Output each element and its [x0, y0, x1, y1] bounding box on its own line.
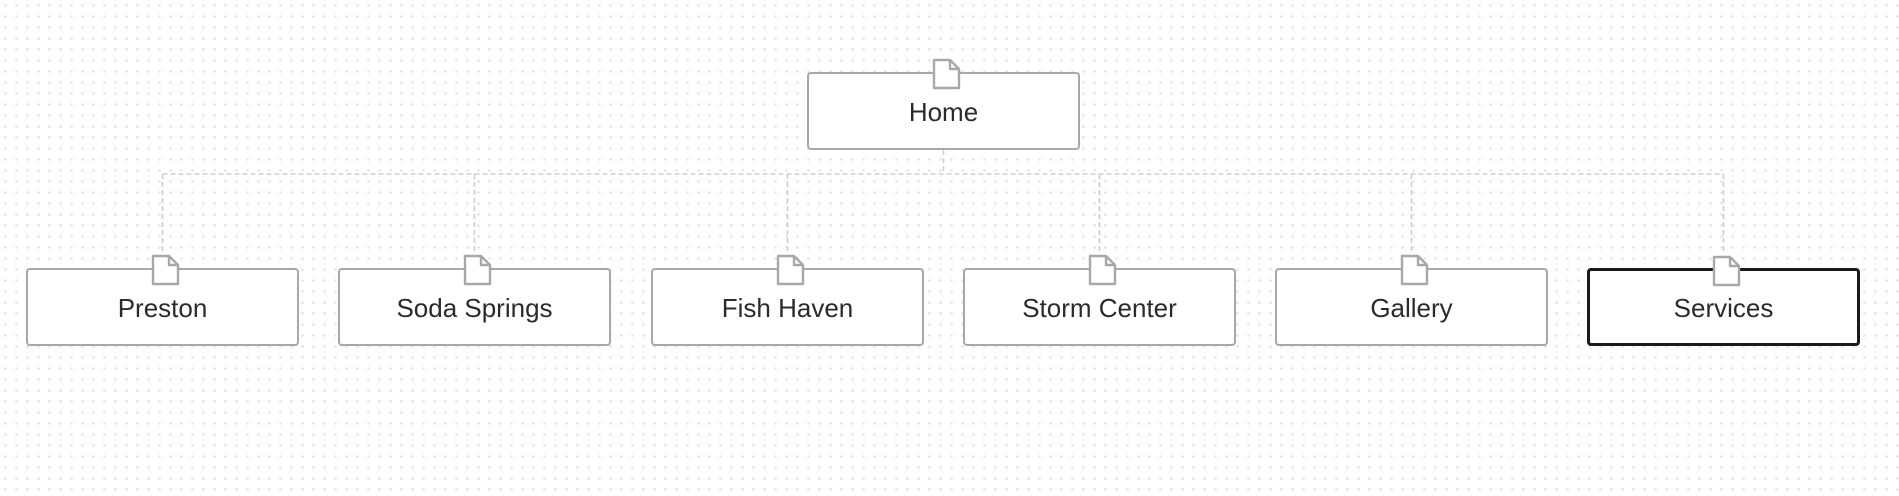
- node-home[interactable]: Home: [807, 58, 1080, 150]
- page-icon: [1400, 254, 1430, 286]
- node-preston[interactable]: Preston: [26, 254, 299, 346]
- node-services[interactable]: Services: [1587, 255, 1860, 346]
- page-icon: [1088, 254, 1118, 286]
- node-fish-haven[interactable]: Fish Haven: [651, 254, 924, 346]
- node-label: Preston: [117, 292, 208, 323]
- page-icon: [1712, 255, 1742, 287]
- node-gallery[interactable]: Gallery: [1275, 254, 1548, 346]
- node-label: Fish Haven: [721, 292, 854, 323]
- page-icon: [932, 58, 962, 90]
- node-label: Soda Springs: [396, 292, 553, 323]
- node-label: Home: [908, 96, 979, 127]
- page-icon: [151, 254, 181, 286]
- node-storm-center[interactable]: Storm Center: [963, 254, 1236, 346]
- node-label: Gallery: [1370, 292, 1453, 323]
- node-soda-springs[interactable]: Soda Springs: [338, 254, 611, 346]
- page-icon: [776, 254, 806, 286]
- node-label: Services: [1673, 292, 1774, 323]
- node-label: Storm Center: [1022, 292, 1177, 323]
- page-icon: [463, 254, 493, 286]
